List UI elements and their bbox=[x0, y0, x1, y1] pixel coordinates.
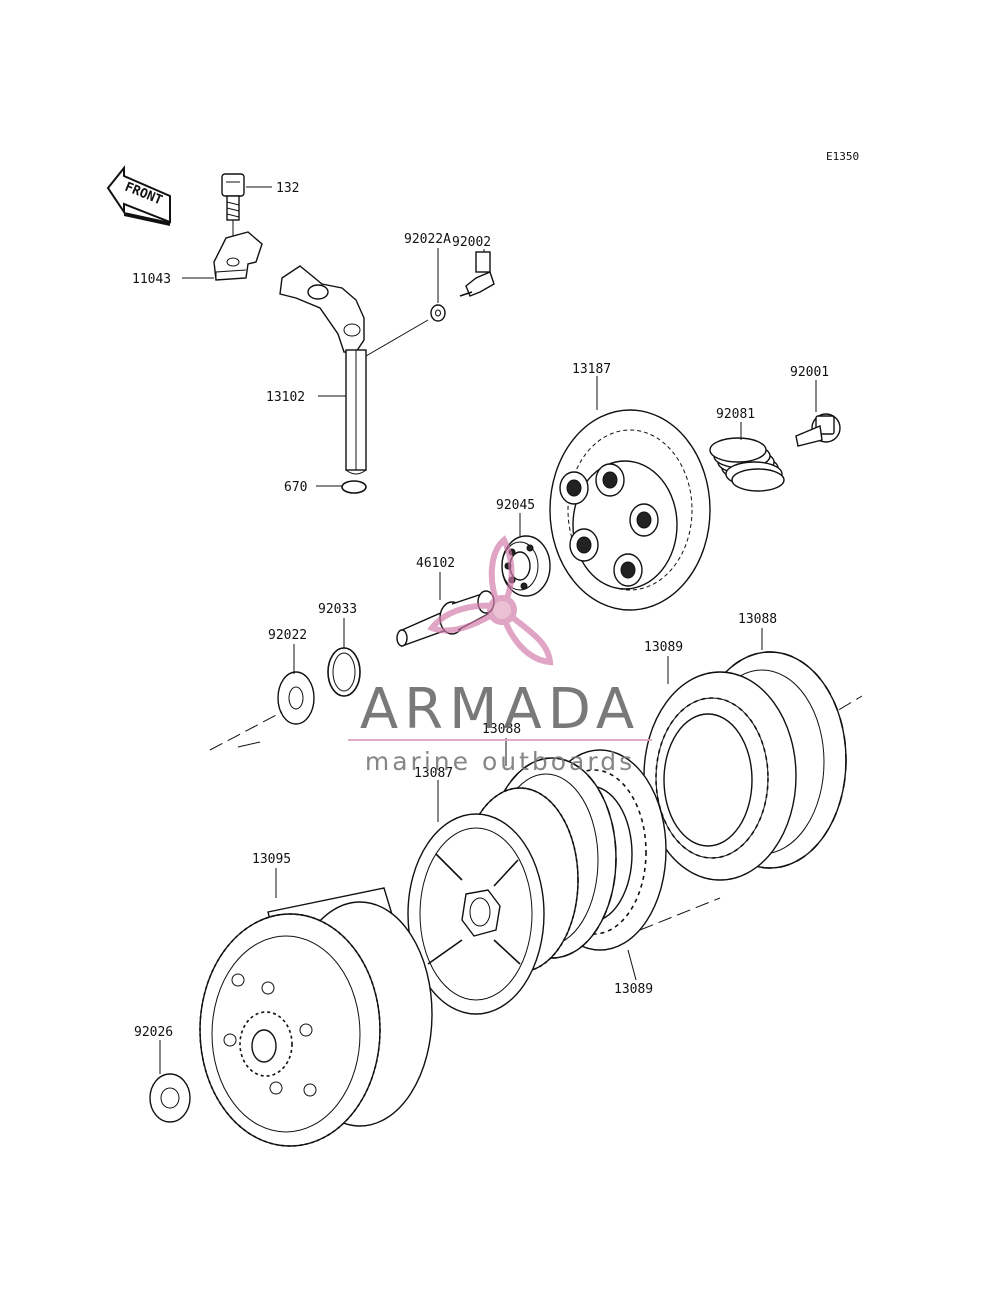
part-label-13187: 13187 bbox=[572, 362, 611, 377]
part-label-92045: 92045 bbox=[496, 498, 535, 513]
part-label-13095: 13095 bbox=[252, 852, 291, 867]
part-13095-clutch-housing[interactable] bbox=[199, 887, 433, 1147]
part-label-92002: 92002 bbox=[452, 235, 491, 250]
watermark-subtitle: marine outboards bbox=[365, 747, 635, 776]
part-92001-bolt[interactable] bbox=[795, 413, 841, 447]
part-label-13087: 13087 bbox=[414, 766, 453, 781]
part-13089-steel-plate-upper[interactable] bbox=[643, 671, 797, 881]
part-92026-washer[interactable] bbox=[149, 1073, 191, 1123]
part-label-13088-upper: 13088 bbox=[738, 612, 777, 627]
part-92022-washer[interactable] bbox=[277, 671, 315, 725]
propeller-logo-icon bbox=[427, 535, 554, 666]
part-label-92081: 92081 bbox=[716, 407, 755, 422]
armada-watermark: ARMADA marine outboards bbox=[348, 535, 652, 776]
part-92022a-washer[interactable] bbox=[430, 304, 446, 322]
part-670-o-ring[interactable] bbox=[341, 480, 367, 494]
part-label-46102: 46102 bbox=[416, 556, 455, 571]
part-label-11043: 11043 bbox=[132, 272, 171, 287]
part-132-bolt[interactable] bbox=[221, 173, 245, 260]
part-92002-bolt[interactable] bbox=[459, 251, 495, 297]
watermark-title: ARMADA bbox=[360, 677, 640, 742]
part-label-92026: 92026 bbox=[134, 1025, 173, 1040]
front-arrow-icon: FRONT bbox=[106, 165, 171, 226]
part-13187-pressure-plate[interactable] bbox=[549, 409, 711, 611]
part-label-92033: 92033 bbox=[318, 602, 357, 617]
part-13102-release-lever[interactable] bbox=[279, 265, 367, 475]
part-label-92022: 92022 bbox=[268, 628, 307, 643]
part-label-13102: 13102 bbox=[266, 390, 305, 405]
part-11043-bracket[interactable] bbox=[213, 231, 263, 281]
part-92033-circlip[interactable] bbox=[327, 647, 361, 697]
part-label-670: 670 bbox=[284, 480, 307, 495]
part-label-13089-upper: 13089 bbox=[644, 640, 683, 655]
part-label-92001: 92001 bbox=[790, 365, 829, 380]
part-92081-spring[interactable] bbox=[709, 437, 785, 492]
part-label-13089-lower: 13089 bbox=[614, 982, 653, 997]
diagram-ref-code: E1350 bbox=[826, 150, 859, 163]
part-label-132: 132 bbox=[276, 181, 299, 196]
part-label-92022a: 92022A bbox=[404, 232, 451, 247]
part-13087-clutch-hub[interactable] bbox=[407, 787, 579, 1015]
part-label-13088-lower: 13088 bbox=[482, 722, 521, 737]
